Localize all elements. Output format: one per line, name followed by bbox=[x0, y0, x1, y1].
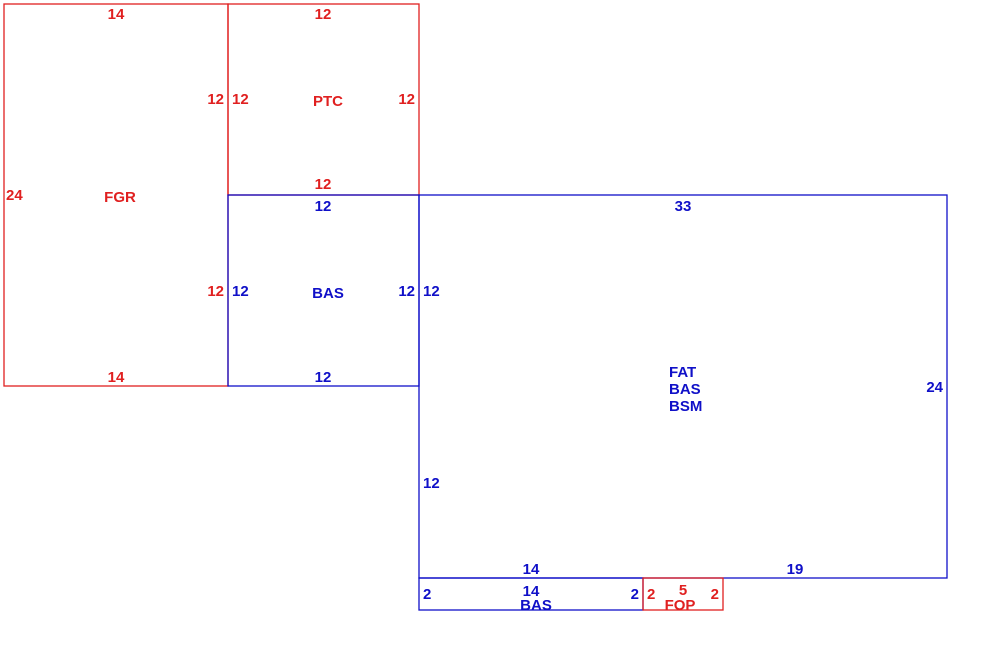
bas-small-left-dimension: 12 bbox=[232, 283, 249, 300]
main-top-dimension: 33 bbox=[675, 198, 692, 215]
bas-small-top-dimension: 12 bbox=[315, 198, 332, 215]
main-area-label-bsm: BSM bbox=[669, 398, 702, 415]
fgr-area-label: FGR bbox=[104, 189, 136, 206]
fop-left-dimension: 2 bbox=[647, 586, 655, 603]
fgr-top-dimension: 14 bbox=[108, 6, 125, 23]
ptc-top-dimension: 12 bbox=[315, 6, 332, 23]
bas-strip-top-dimension: 14 bbox=[523, 583, 540, 600]
bas-small-area-label: BAS bbox=[312, 285, 344, 302]
fop-top-dimension: 5 bbox=[679, 582, 687, 599]
fgr-bottom-dimension: 14 bbox=[108, 369, 125, 386]
fop-right-dimension: 2 bbox=[711, 586, 719, 603]
ptc-bottom-dimension: 12 bbox=[315, 176, 332, 193]
fgr-left-dimension: 24 bbox=[6, 187, 23, 204]
fgr-right-lower-dimension: 12 bbox=[207, 283, 224, 300]
main-area-label-bas: BAS bbox=[669, 381, 701, 398]
main-bottom-right-dimension: 19 bbox=[787, 561, 804, 578]
bas-small-bottom-dimension: 12 bbox=[315, 369, 332, 386]
main-area-label-fat: FAT bbox=[669, 364, 696, 381]
ptc-left-dimension: 12 bbox=[232, 91, 249, 108]
bas-strip-area-label: BAS bbox=[520, 597, 552, 614]
ptc-area-label: PTC bbox=[313, 93, 343, 110]
main-right-dimension: 24 bbox=[926, 379, 943, 396]
bas-small-right-dimension: 12 bbox=[398, 283, 415, 300]
main-left-lower-dimension: 12 bbox=[423, 475, 440, 492]
fgr-right-upper-dimension: 12 bbox=[207, 91, 224, 108]
ptc-right-dimension: 12 bbox=[398, 91, 415, 108]
bas-strip-left-dimension: 2 bbox=[423, 586, 431, 603]
main-bottom-left-dimension: 14 bbox=[523, 561, 540, 578]
bas-strip-right-dimension: 2 bbox=[631, 586, 639, 603]
fop-area-outline bbox=[642, 577, 724, 611]
fop-area-label: FOP bbox=[665, 597, 696, 614]
main-left-upper-dimension: 12 bbox=[423, 283, 440, 300]
